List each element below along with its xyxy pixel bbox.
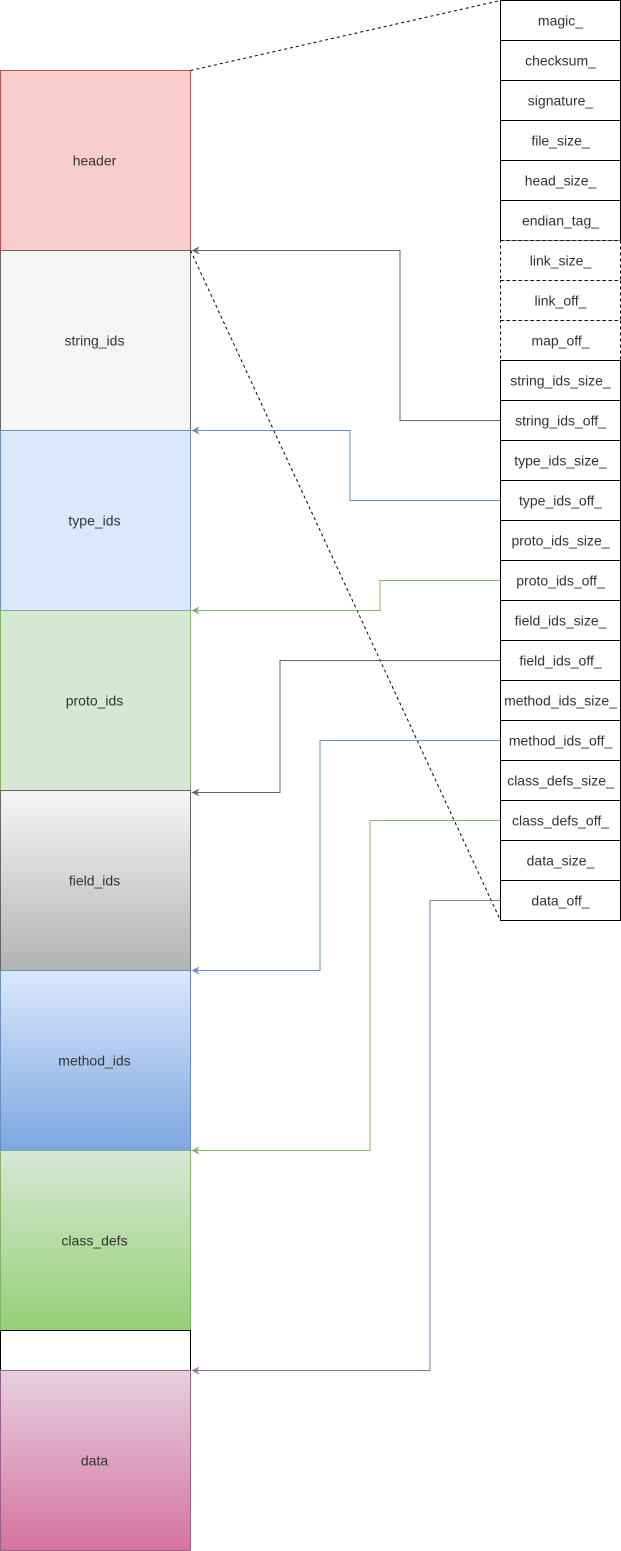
header-field-label: field_ids_size_ [515,613,607,629]
section-data-label: data [81,1453,108,1469]
section-class-defs-box [0,1150,191,1331]
zoom-line-top [190,0,501,71]
header-field-box [500,200,621,241]
header-field-class-defs-off: class_defs_off_ [500,800,621,841]
header-field-label: class_defs_off_ [512,813,609,829]
header-field-label: method_ids_size_ [504,693,617,709]
header-field-checksum: checksum_ [500,40,621,81]
connector-method-ids-off [191,740,501,975]
header-field-label: data_size_ [527,853,595,869]
connector-class-defs-off [191,820,501,1155]
section-class-defs: class_defs [0,1150,191,1331]
connector-string-ids-off [191,246,501,421]
header-field-label: class_defs_size_ [507,773,614,789]
header-field-head-size: head_size_ [500,160,621,201]
header-field-label: method_ids_off_ [509,733,612,749]
connector-type-ids-off [191,426,501,501]
header-field-data-size: data_size_ [500,840,621,881]
header-field-label: magic_ [538,13,583,29]
header-field-label: type_ids_size_ [514,453,607,469]
header-field-proto-ids-size: proto_ids_size_ [500,520,621,561]
header-zoom-lines [190,0,501,921]
section-type-ids: type_ids [0,430,191,611]
header-field-type-ids-size: type_ids_size_ [500,440,621,481]
section-method-ids: method_ids [0,970,191,1151]
header-field-label: field_ids_off_ [519,653,601,669]
file-sections: header string_ids type_ids proto_ids field_i… [0,70,191,1551]
header-field-data-off: data_off_ [500,880,621,921]
section-spacer [0,1330,191,1371]
section-method-ids-box [0,970,191,1151]
header-field-proto-ids-off: proto_ids_off_ [500,560,621,601]
connector-proto-ids-off [191,580,501,615]
section-class-defs-label: class_defs [61,1233,127,1249]
header-field-label: endian_tag_ [522,213,599,229]
header-field-method-ids-off: method_ids_off_ [500,720,621,761]
header-field-label: proto_ids_size_ [511,533,609,549]
header-field-link-off: link_off_ [500,280,621,321]
header-field-type-ids-off: type_ids_off_ [500,480,621,521]
header-field-box [500,560,621,601]
section-string-ids-box [0,250,191,431]
section-proto-ids: proto_ids [0,610,191,791]
offset-connectors [191,246,501,1375]
header-field-box [500,120,621,161]
header-field-label: checksum_ [525,53,596,69]
header-field-label: type_ids_off_ [519,493,602,509]
section-proto-ids-box [0,610,191,791]
header-field-field-ids-size: field_ids_size_ [500,600,621,641]
section-data: data [0,1370,191,1551]
header-field-string-ids-size: string_ids_size_ [500,360,621,401]
header-field-box [500,840,621,881]
header-field-box [500,40,621,81]
section-header-box [0,70,191,251]
header-field-label: link_size_ [530,253,592,269]
section-type-ids-box [0,430,191,611]
section-string-ids: string_ids [0,250,191,431]
section-type-ids-label: type_ids [68,513,120,529]
section-header-label: header [73,153,117,169]
section-method-ids-label: method_ids [58,1053,130,1069]
section-spacer-box [0,1330,191,1371]
header-field-map-off: map_off_ [500,320,621,361]
header-field-box [500,640,621,681]
header-field-label: link_off_ [535,293,587,309]
section-proto-ids-label: proto_ids [66,693,124,709]
section-field-ids-label: field_ids [69,873,120,889]
header-field-method-ids-size: method_ids_size_ [500,680,621,721]
header-field-label: proto_ids_off_ [516,573,605,589]
header-field-box [500,320,621,361]
header-field-link-size: link_size_ [500,240,621,281]
section-string-ids-label: string_ids [65,333,125,349]
header-field-file-size: file_size_ [500,120,621,161]
header-field-label: map_off_ [531,333,589,349]
header-field-box [500,480,621,521]
header-field-label: head_size_ [525,173,597,189]
header-field-endian-tag: endian_tag_ [500,200,621,241]
header-field-box [500,440,621,481]
header-field-magic: magic_ [500,0,621,41]
connector-field-ids-off [191,660,501,797]
header-field-box [500,400,621,441]
header-field-field-ids-off: field_ids_off_ [500,640,621,681]
header-field-label: string_ids_off_ [515,413,606,429]
header-field-class-defs-size: class_defs_size_ [500,760,621,801]
section-header: header [0,70,191,251]
section-field-ids: field_ids [0,790,191,971]
header-field-string-ids-off: string_ids_off_ [500,400,621,441]
connector-data-off [191,900,501,1375]
section-field-ids-box [0,790,191,971]
header-field-label: string_ids_size_ [510,373,611,389]
header-field-label: file_size_ [531,133,590,149]
header-field-signature: signature_ [500,80,621,121]
header-fields-table: magic_ checksum_ signature_ file_size_ head_… [500,0,621,921]
section-data-box [0,1370,191,1551]
header-field-box [500,720,621,761]
header-field-label: data_off_ [531,893,589,909]
header-field-label: signature_ [528,93,594,109]
